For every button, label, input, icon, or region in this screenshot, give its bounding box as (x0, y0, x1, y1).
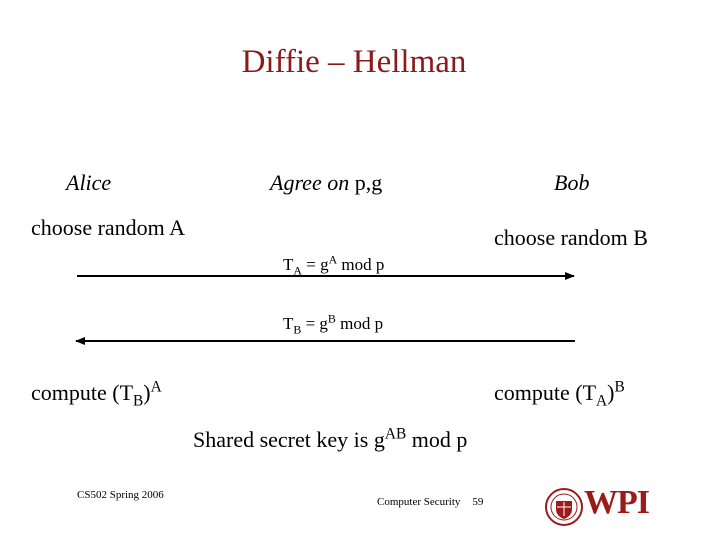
bob-compute-close: ) (607, 380, 615, 405)
bob-compute: compute (TA)B (494, 378, 625, 410)
alice-choose: choose random A (31, 215, 185, 240)
shared-pre: Shared secret key is g (193, 427, 385, 452)
agree-params: p,g (349, 170, 383, 195)
footer-center-text: Computer Security (377, 496, 461, 508)
shared-sup: AB (384, 425, 407, 443)
alice-compute-sup: A (150, 378, 162, 396)
wpi-logo-text: WPI (584, 484, 650, 521)
msg1-mid: = g (301, 255, 329, 274)
bob-compute-sup: B (614, 378, 625, 396)
bob-compute-sub: A (596, 392, 608, 410)
alice-compute-pre: compute (T (31, 380, 134, 405)
msg1-sup: A (328, 252, 338, 267)
agree-italic: Agree on (270, 170, 350, 195)
msg2-sub: B (293, 322, 302, 337)
bob-choose: choose random B (494, 225, 648, 250)
alice-compute-sub: B (133, 392, 144, 410)
agree-label: Agree on p,g (270, 170, 382, 196)
shared-secret: Shared secret key is gAB mod p (193, 425, 468, 453)
alice-label: Alice (66, 170, 112, 195)
wpi-logo: WPI (544, 484, 650, 528)
msg1-t: T (283, 255, 294, 274)
msg2-t: T (283, 314, 294, 333)
msg2-sup: B (327, 311, 336, 326)
msg2-mid: = g (301, 314, 328, 333)
alice-compute: compute (TB)A (31, 378, 162, 410)
shared-tail: mod p (406, 427, 468, 452)
msg2-tail: mod p (335, 314, 384, 333)
msg1-sub: A (293, 263, 302, 278)
message-ta: TA = gA mod p (283, 252, 385, 278)
footer-center: Computer Security 59 (377, 496, 483, 508)
page-number: 59 (472, 496, 484, 508)
msg1-tail: mod p (337, 255, 385, 274)
slide-title: Diffie – Hellman (241, 44, 467, 80)
footer-course: CS502 Spring 2006 (77, 489, 164, 501)
bob-compute-pre: compute (T (494, 380, 597, 405)
alice-compute-close: ) (143, 380, 151, 405)
wpi-seal-icon (545, 488, 583, 526)
message-tb: TB = gB mod p (283, 311, 384, 337)
bob-label: Bob (554, 170, 590, 195)
